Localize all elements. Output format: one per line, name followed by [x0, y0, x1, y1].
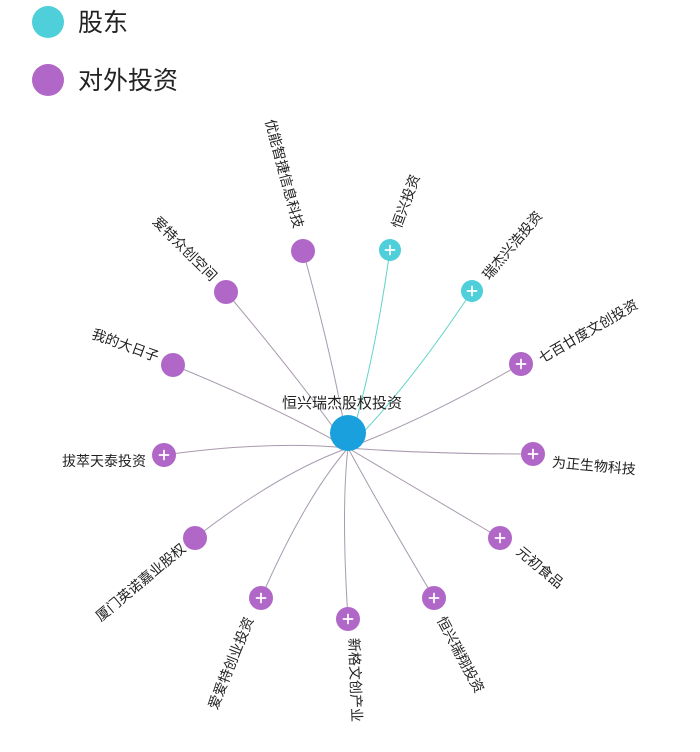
- graph-node[interactable]: 恒兴瑞翔投资: [422, 586, 486, 696]
- center-node-label: 恒兴瑞杰股权投资: [282, 394, 402, 412]
- edge: [194, 447, 349, 539]
- graph-node[interactable]: 瑞杰兴浩投资: [461, 209, 546, 302]
- graph-node[interactable]: 我的大日子: [89, 327, 185, 377]
- expand-plus-icon[interactable]: [428, 592, 440, 604]
- graph-node[interactable]: 爱爱特创业投资: [206, 586, 273, 712]
- legend-swatch-investment: [32, 64, 64, 96]
- graph-node-label: 爱爱特创业投资: [206, 615, 258, 712]
- graph-node[interactable]: 七百廿度文创投资: [509, 297, 641, 376]
- graph-node-label: 我的大日子: [89, 327, 160, 366]
- legend-swatch-shareholder: [32, 6, 64, 38]
- edge: [344, 447, 349, 620]
- edge: [347, 290, 473, 449]
- edge: [172, 364, 349, 449]
- edge: [163, 444, 349, 456]
- legend-label-investment: 对外投资: [78, 66, 178, 95]
- graph-node-circle: [183, 526, 207, 550]
- graph-node-label: 恒兴瑞翔投资: [433, 614, 487, 696]
- graph-node-label: 厦门英诺嘉业股权: [92, 540, 189, 625]
- graph-node[interactable]: 恒兴投资: [379, 173, 424, 261]
- graph-node[interactable]: 为正生物科技: [521, 442, 636, 478]
- expand-plus-icon[interactable]: [494, 532, 506, 544]
- graph-node[interactable]: 拔萃天泰投资: [62, 443, 176, 470]
- expand-plus-icon[interactable]: [515, 358, 527, 370]
- graph-node-label: 爱特众创空间: [149, 214, 220, 285]
- graph-node-circle: [291, 239, 315, 263]
- graph-node-label: 瑞杰兴浩投资: [480, 209, 546, 284]
- graph-node-circle: [161, 353, 185, 377]
- graph-node-label: 拔萃天泰投资: [62, 454, 146, 470]
- graph-node[interactable]: 元初食品: [488, 526, 567, 592]
- graph-node-circle: [214, 280, 238, 304]
- expand-plus-icon[interactable]: [158, 449, 170, 461]
- legend-item-shareholder[interactable]: 股东: [32, 6, 128, 38]
- edge: [347, 447, 534, 455]
- expand-plus-icon[interactable]: [527, 448, 539, 460]
- expand-plus-icon[interactable]: [342, 613, 354, 625]
- edge: [260, 447, 349, 599]
- edge: [347, 447, 435, 599]
- graph-node[interactable]: 厦门英诺嘉业股权: [92, 526, 207, 625]
- graph-node[interactable]: 新格文创产业: [336, 607, 364, 722]
- expand-plus-icon[interactable]: [255, 592, 267, 604]
- legend-item-investment[interactable]: 对外投资: [32, 64, 178, 96]
- graph-node-label: 七百廿度文创投资: [536, 297, 641, 367]
- graph-node-label: 为正生物科技: [551, 455, 636, 478]
- center-node[interactable]: 恒兴瑞杰股权投资: [282, 394, 402, 451]
- graph-node-label: 恒兴投资: [389, 173, 423, 231]
- graph-node-label: 元初食品: [513, 543, 567, 592]
- graph-node[interactable]: 优能智捷信息科技: [261, 117, 315, 263]
- edge: [347, 447, 501, 539]
- legend: 股东 对外投资: [32, 6, 178, 96]
- graph-node-label: 新格文创产业: [345, 638, 364, 723]
- legend-label-shareholder: 股东: [78, 8, 128, 37]
- edge: [347, 363, 522, 449]
- graph-node-label: 优能智捷信息科技: [261, 117, 306, 230]
- graph-node[interactable]: 爱特众创空间: [149, 214, 238, 304]
- center-node-circle: [330, 415, 366, 451]
- expand-plus-icon[interactable]: [466, 285, 478, 297]
- edge: [225, 291, 349, 449]
- expand-plus-icon[interactable]: [384, 244, 396, 256]
